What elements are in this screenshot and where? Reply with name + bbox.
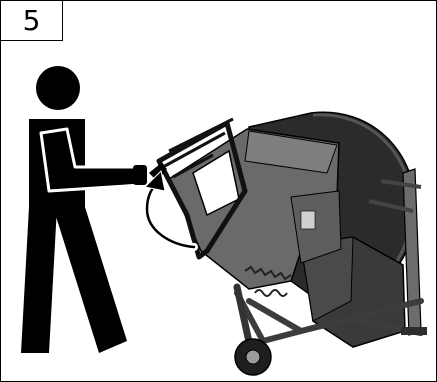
person-leg-back <box>21 207 57 353</box>
rear-foot <box>401 327 427 335</box>
person-head <box>36 66 80 110</box>
person-arm <box>41 129 141 191</box>
spring <box>255 290 287 296</box>
side-panel-label <box>301 211 315 229</box>
person-icon <box>21 66 147 353</box>
step-number-box: 5 <box>1 1 63 41</box>
step-number: 5 <box>23 7 41 35</box>
rear-upright <box>403 169 421 335</box>
wheel-hub <box>246 350 260 364</box>
person-hand <box>133 165 147 185</box>
person-leg-front <box>53 207 127 353</box>
